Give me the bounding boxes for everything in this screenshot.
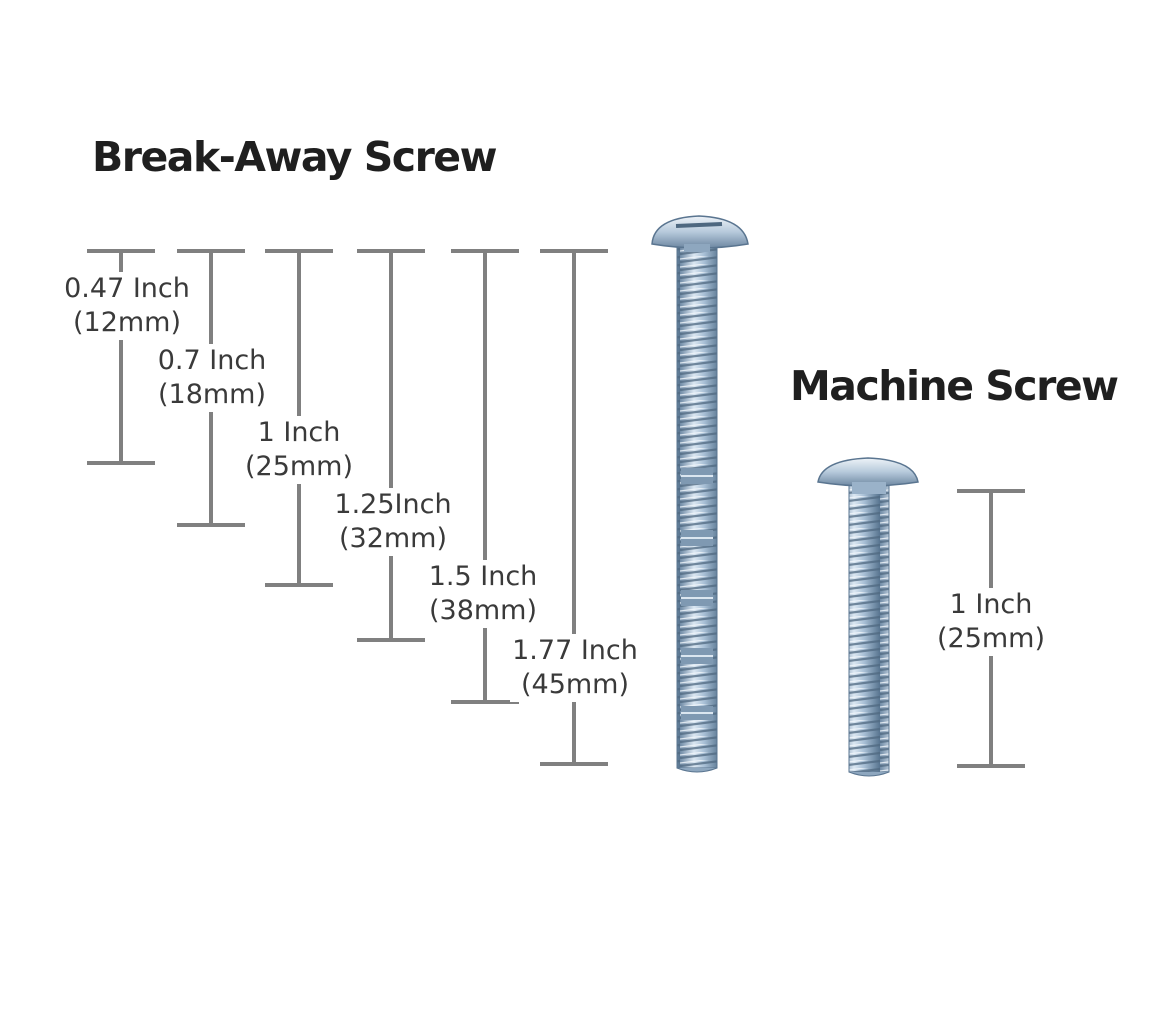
- dimension-label-1: 0.47 Inch (12mm): [60, 272, 194, 340]
- machine-screw-title: Machine Screw: [790, 362, 1119, 410]
- dimension-label-2: 0.7 Inch (18mm): [152, 344, 272, 412]
- machine-screw-icon: [817, 457, 919, 777]
- dimension-inch: 1 Inch: [949, 589, 1033, 620]
- dimension-mm: (32mm): [338, 523, 448, 554]
- dimension-mm: (12mm): [72, 307, 182, 338]
- dimension-inch: 1.25Inch: [334, 489, 452, 520]
- machine-dimension-label: 1 Inch (25mm): [932, 588, 1050, 656]
- dimension-inch: 1.77 Inch: [512, 635, 638, 666]
- dimension-inch: 1 Inch: [257, 417, 341, 448]
- break-away-screw-title: Break-Away Screw: [92, 133, 497, 181]
- dimension-label-3: 1 Inch (25mm): [240, 416, 358, 484]
- dimension-label-5: 1.5 Inch (38mm): [422, 560, 544, 628]
- dimension-mm: (38mm): [428, 595, 538, 626]
- dimension-mm: (25mm): [244, 451, 354, 482]
- dimension-mm: (45mm): [520, 669, 630, 700]
- dimension-inch: 1.5 Inch: [428, 561, 538, 592]
- dimension-mm: (18mm): [157, 379, 267, 410]
- break-away-screw-icon: [651, 215, 749, 773]
- dimension-inch: 0.47 Inch: [64, 273, 190, 304]
- dimension-inch: 0.7 Inch: [157, 345, 267, 376]
- dimension-mm: (25mm): [936, 623, 1046, 654]
- dimension-label-4: 1.25Inch (32mm): [332, 488, 454, 556]
- dimension-label-6: 1.77 Inch (45mm): [510, 634, 640, 702]
